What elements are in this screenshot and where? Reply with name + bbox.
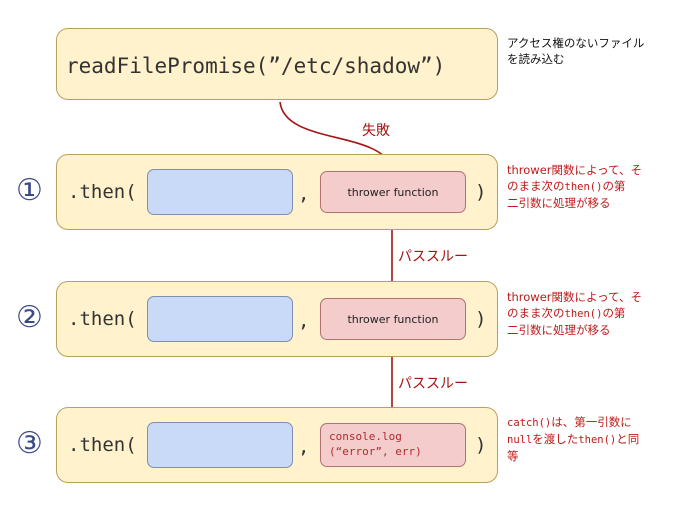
step-number-1: ① — [16, 173, 43, 208]
second-arg-box-1: thrower function — [320, 171, 466, 213]
close-paren-2: ) — [475, 308, 487, 330]
comma-1: , — [298, 183, 310, 205]
console-log-line-1: console.log — [329, 430, 402, 443]
read-file-box — [56, 28, 498, 100]
then-call-1: .then( — [68, 181, 137, 203]
second-arg-box-2: thrower function — [320, 298, 466, 340]
step-note-2: thrower関数によって、そ のまま次のthen()の第 二引数に処理が移る — [507, 290, 643, 337]
comma-3: , — [298, 436, 310, 458]
passthrough-label-1: パススルー — [398, 249, 468, 265]
console-log-line-2: (“error”, err) — [329, 445, 422, 458]
passthrough-label-2: パススルー — [398, 376, 468, 392]
close-paren-1: ) — [475, 181, 487, 203]
read-file-note: アクセス権のないファイル を読み込む — [507, 36, 645, 66]
step-number-3: ③ — [16, 426, 43, 461]
fail-label: 失敗 — [362, 123, 390, 139]
read-file-code: readFilePromise(”/etc/shadow”) — [66, 54, 446, 78]
step-number-2: ② — [16, 300, 43, 335]
comma-2: , — [298, 310, 310, 332]
close-paren-3: ) — [475, 434, 487, 456]
then-call-3: .then( — [68, 434, 137, 456]
first-arg-box-3 — [147, 422, 293, 468]
step-note-3: catch()は、第一引数に nullを渡したthen()と同 等 — [507, 415, 640, 463]
first-arg-box-1 — [147, 169, 293, 215]
then-call-2: .then( — [68, 308, 137, 330]
second-arg-box-3: console.log (“error”, err) — [320, 423, 466, 467]
first-arg-box-2 — [147, 296, 293, 342]
step-note-1: thrower関数によって、そ のまま次のthen()の第 二引数に処理が移る — [507, 163, 643, 210]
